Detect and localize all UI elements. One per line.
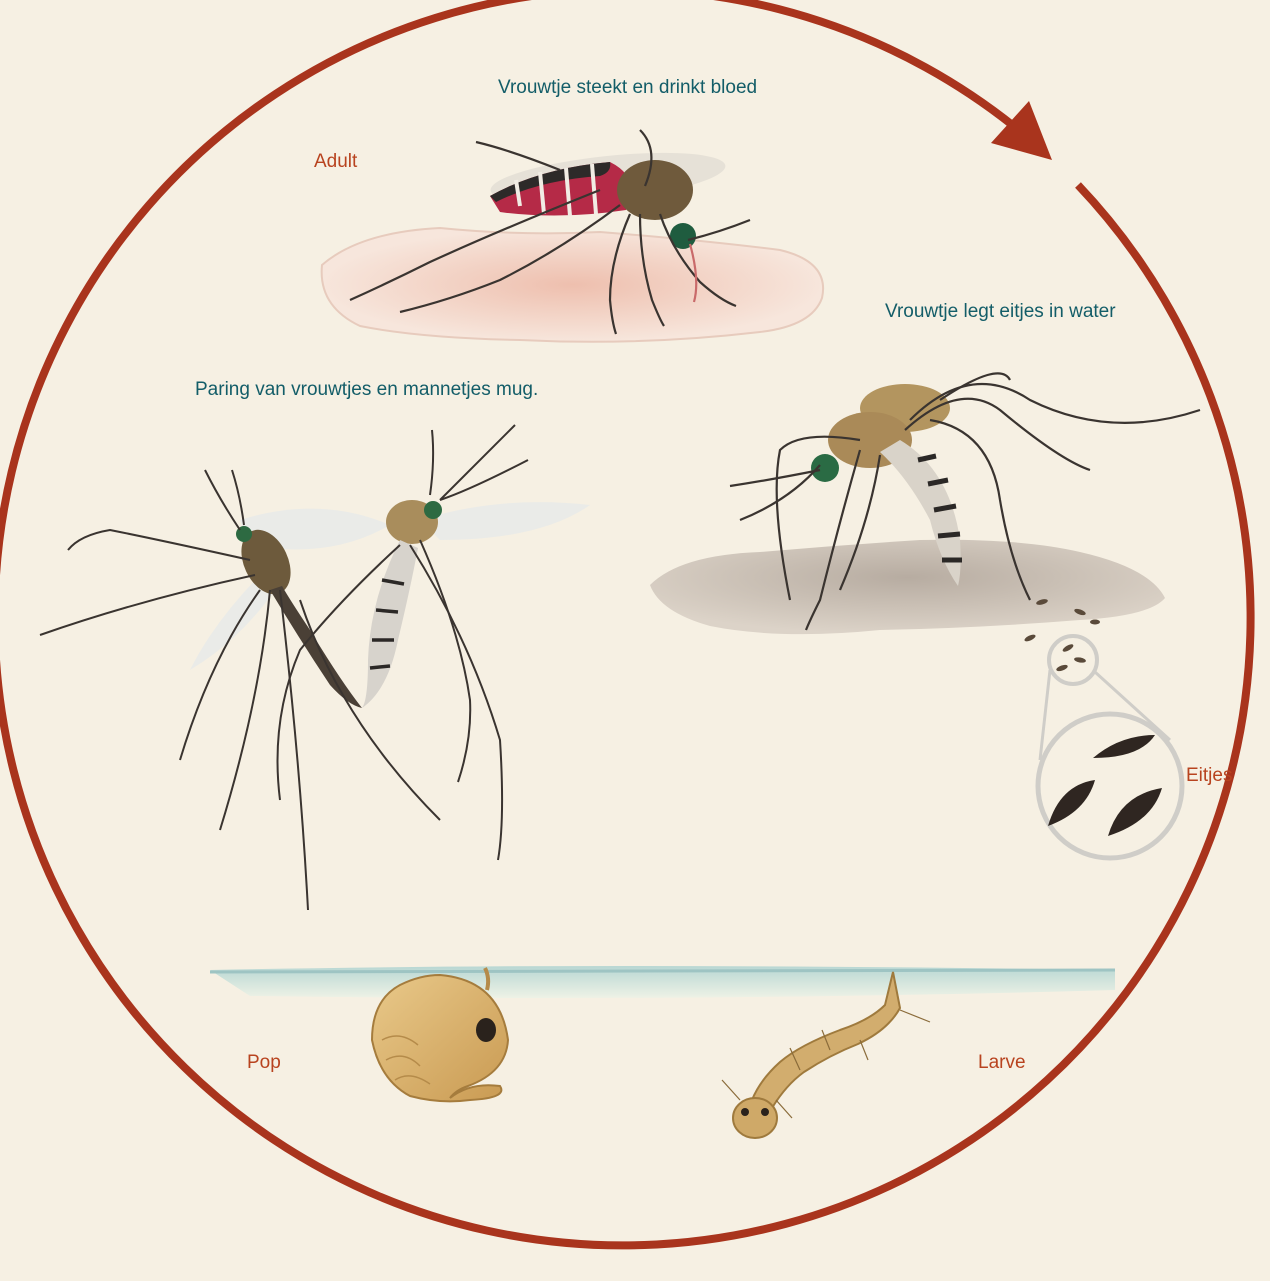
mating-mosquitoes-illustration [40, 425, 590, 910]
mosquito-feeding-illustration [322, 130, 823, 342]
caption-egg-laying: Vrouwtje legt eitjes in water [885, 302, 1116, 321]
skin-patch [322, 228, 823, 342]
stage-label-larva: Larve [978, 1053, 1026, 1072]
cycle-arrowhead-icon [991, 101, 1052, 160]
mosquito-laying-eggs-illustration [650, 373, 1200, 672]
stage-label-adult: Adult [314, 152, 357, 171]
stage-label-pupa: Pop [247, 1053, 281, 1072]
water-surface [210, 966, 1115, 998]
caption-mating: Paring van vrouwtjes en mannetjes mug. [195, 380, 538, 399]
mud-patch [650, 540, 1165, 634]
stage-label-eggs: Eitjes [1186, 766, 1232, 785]
caption-feeding: Vrouwtje steekt en drinkt bloed [498, 78, 757, 97]
